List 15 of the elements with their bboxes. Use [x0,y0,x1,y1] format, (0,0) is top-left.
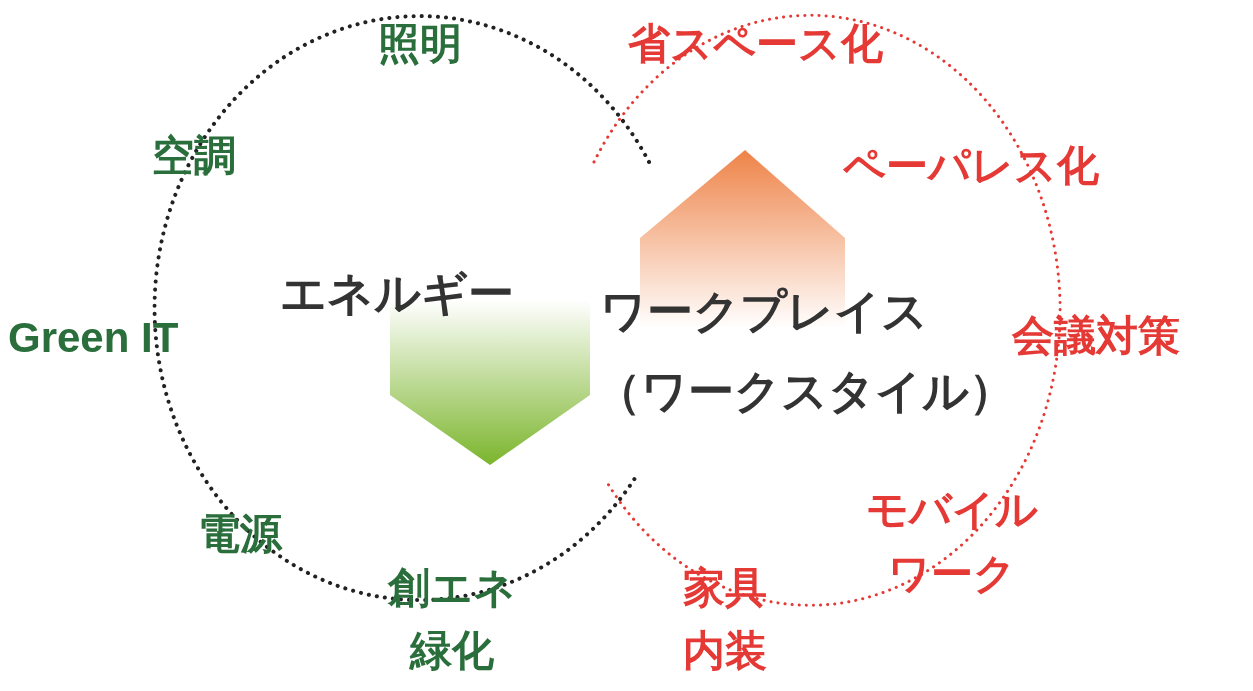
item-label: 家具 [683,562,767,614]
node-title: エネルギー [280,265,514,321]
item-label: 照明 [378,18,462,70]
item-label: 空調 [152,130,236,182]
item-label: Green IT [8,313,179,363]
item-label: 電源 [198,508,282,560]
item-label: 内装 [683,625,767,677]
node-title: （ワークスタイル） [595,363,1015,419]
item-label: 創エネ [388,562,516,614]
item-label: モバイルワーク [865,484,1039,600]
item-label: ペーパレス化 [843,140,1099,192]
item-label: 省スペース化 [628,18,883,70]
item-label: 会議対策 [1012,310,1180,362]
item-label: 緑化 [410,625,494,677]
node-title: ワークプレイス [600,283,928,339]
